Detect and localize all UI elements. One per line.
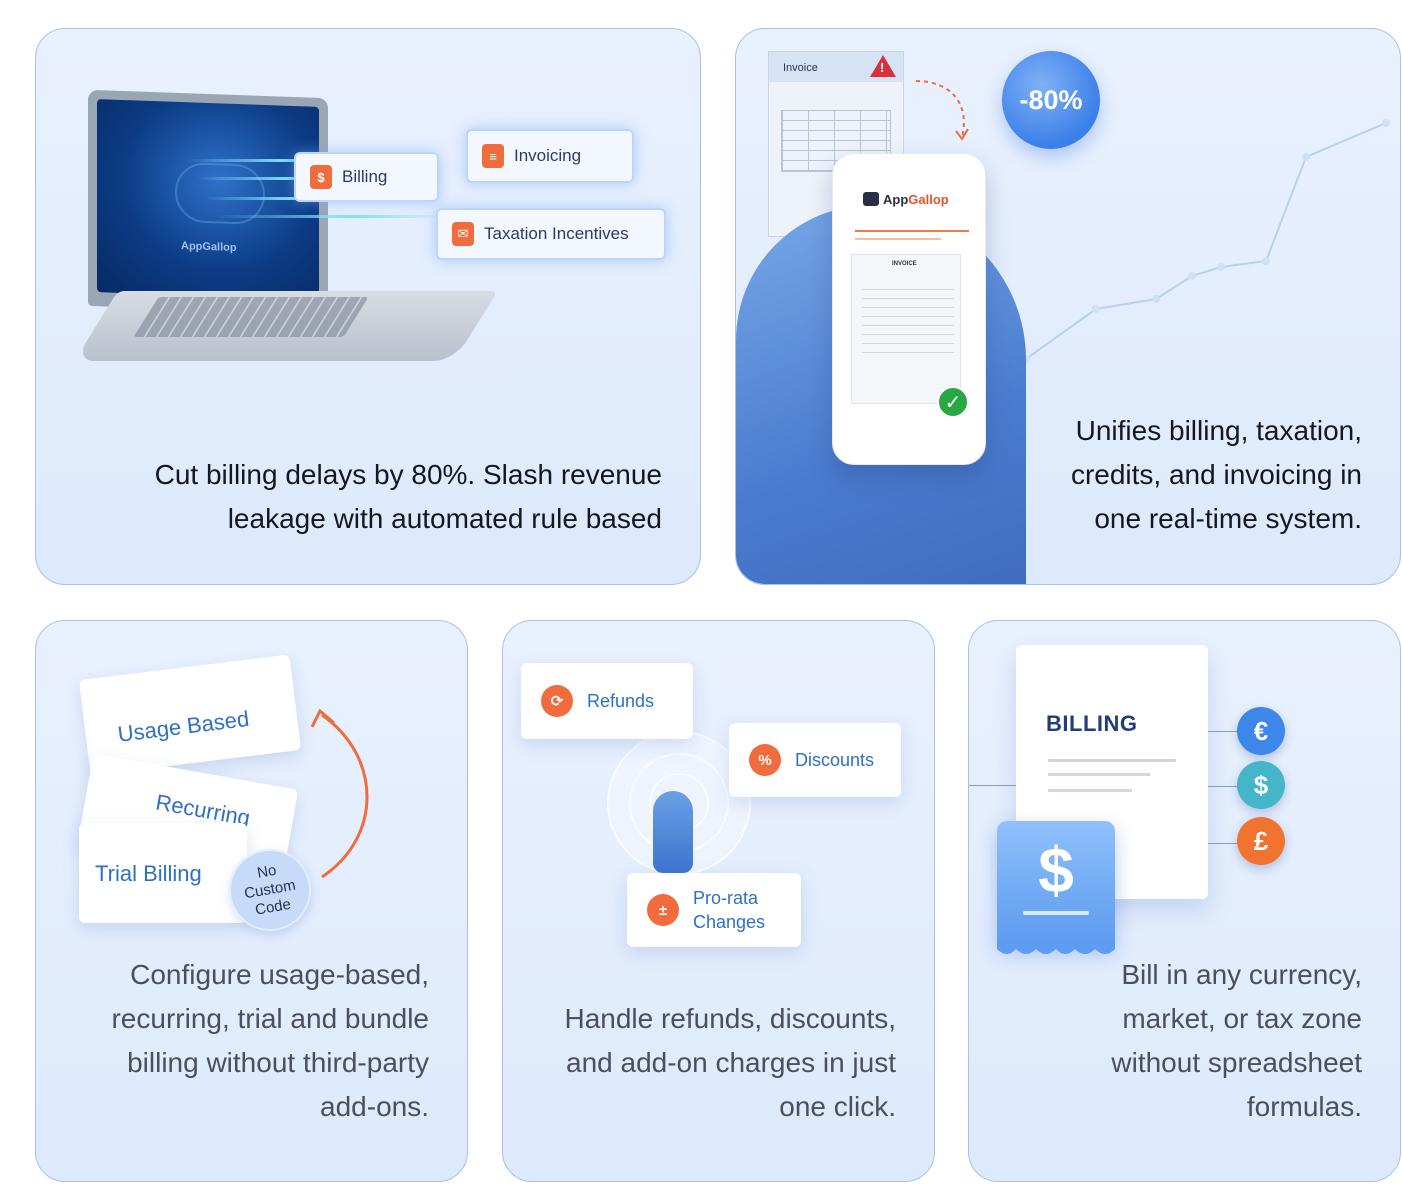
- caption-line: Cut billing delays by 80%. Slash revenue: [154, 459, 662, 490]
- refunds-pill: ⟳ Refunds: [521, 663, 693, 739]
- chart-point: [1092, 305, 1100, 313]
- refunds-label: Refunds: [587, 690, 655, 711]
- caption-line: without spreadsheet: [1111, 1047, 1362, 1078]
- multi-currency-caption: Bill in any currency, market, or tax zon…: [982, 953, 1362, 1129]
- multi-currency-card: BILLING € $ £ $ Bill in any currency, ma…: [968, 620, 1401, 1182]
- chart-point: [1262, 257, 1270, 265]
- billing-chip-label: Billing: [342, 167, 388, 186]
- pointing-finger-icon: [653, 791, 693, 873]
- unified-system-card: Invoice ! -80% AppGallop INVOICE ✓ Unifi…: [735, 28, 1401, 585]
- connector-line: [969, 785, 1029, 786]
- phone-illustration: AppGallop INVOICE ✓: [832, 153, 986, 465]
- curved-arrow-icon: [310, 708, 369, 879]
- document-icon: ≡: [482, 144, 504, 168]
- billing-models-card: Usage Based Recurring Trial Billing No C…: [35, 620, 468, 1182]
- caption-line: billing without third-party: [127, 1047, 429, 1078]
- receipt-icon: $: [310, 165, 332, 189]
- prorata-line: Changes: [693, 912, 766, 932]
- light-beam: [216, 215, 446, 218]
- caption-line: Configure usage-based,: [130, 959, 429, 990]
- chart-point: [1188, 272, 1196, 280]
- plus-minus-icon: ±: [647, 894, 679, 926]
- caption-line: Unifies billing, taxation,: [1075, 415, 1362, 446]
- receipt-symbol: $: [1038, 834, 1074, 906]
- laptop-keyboard: [133, 297, 369, 337]
- usage-based-label: Usage Based: [116, 705, 251, 747]
- caption-line: leakage with automated rule based: [227, 503, 662, 534]
- pound-coin-icon: £: [1237, 817, 1285, 865]
- logo-text-app: App: [883, 192, 909, 207]
- light-beam: [186, 159, 346, 162]
- checkmark-icon: ✓: [937, 386, 969, 418]
- caption-line: market, or tax zone: [1122, 1003, 1362, 1034]
- phone-divider: [855, 230, 969, 232]
- chart-point: [1217, 263, 1225, 271]
- dollar-coin-icon: $: [1237, 761, 1285, 809]
- taxation-chip-label: Taxation Incentives: [484, 224, 629, 243]
- dashed-arrow-icon: [915, 80, 969, 141]
- growth-line: [1025, 122, 1387, 360]
- billing-models-caption: Configure usage-based, recurring, trial …: [49, 953, 429, 1129]
- euro-coin-icon: €: [1237, 707, 1285, 755]
- growth-chart-decoration: [1022, 119, 1390, 363]
- receipt-bar: [1023, 911, 1089, 915]
- trial-billing-label: Trial Billing: [95, 861, 202, 886]
- invoicing-chip-label: Invoicing: [514, 146, 582, 165]
- text-line: [1048, 773, 1150, 776]
- caption-line: formulas.: [1246, 1091, 1362, 1122]
- caption-line: recurring, trial and bundle: [111, 1003, 429, 1034]
- percent-icon: %: [749, 744, 781, 776]
- billing-document-title: BILLING: [1046, 711, 1138, 736]
- automation-caption: Cut billing delays by 80%. Slash revenue…: [62, 453, 662, 541]
- text-line: [1048, 789, 1132, 792]
- logo-text-gallop: Gallop: [908, 192, 949, 207]
- phone-invoice-rows: [862, 283, 954, 353]
- phone-invoice-doc: INVOICE: [851, 254, 961, 404]
- chart-point: [1302, 153, 1310, 161]
- connector-line: [1208, 843, 1238, 844]
- laptop-illustration: AppGallop: [88, 89, 328, 315]
- caption-line: credits, and invoicing in: [1070, 459, 1362, 490]
- connector-line: [1208, 786, 1238, 787]
- trial-billing-tag: Trial Billing: [79, 823, 247, 923]
- adjustments-caption: Handle refunds, discounts, and add-on ch…: [516, 997, 896, 1129]
- caption-line: Handle refunds, discounts,: [564, 1003, 896, 1034]
- chart-point: [1382, 119, 1390, 127]
- caption-line: one real-time system.: [1094, 503, 1362, 534]
- taxation-chip: ✉ Taxation Incentives: [436, 208, 666, 260]
- unified-caption: Unifies billing, taxation, credits, and …: [1002, 409, 1362, 541]
- reduction-badge: -80%: [1002, 51, 1100, 149]
- dollar-receipt-icon: $: [997, 821, 1115, 945]
- billing-chip: $ Billing: [294, 152, 439, 202]
- caption-line: Bill in any currency,: [1121, 959, 1362, 990]
- connector-line: [1208, 731, 1238, 732]
- phone-logo: AppGallop: [863, 192, 949, 207]
- caption-line: add-ons.: [320, 1091, 429, 1122]
- phone-divider: [855, 238, 941, 240]
- warning-icon: !: [870, 55, 896, 77]
- appgallop-logo-icon: [863, 192, 879, 206]
- prorata-label: Pro-rata Changes: [693, 886, 765, 934]
- chart-point: [1152, 295, 1160, 303]
- adjustments-card: ⟳ Refunds % Discounts ± Pro-rata Changes…: [502, 620, 935, 1182]
- prorata-pill: ± Pro-rata Changes: [627, 873, 801, 947]
- discounts-pill: % Discounts: [729, 723, 901, 797]
- discounts-label: Discounts: [795, 749, 875, 770]
- tax-envelope-icon: ✉: [452, 222, 474, 246]
- text-line: [1048, 759, 1176, 762]
- laptop-logo: AppGallop: [181, 240, 237, 254]
- light-beam: [206, 197, 346, 200]
- prorata-line: Pro-rata: [693, 888, 759, 908]
- automation-feature-card: AppGallop $ Billing ≡ Invoicing ✉ Taxati…: [35, 28, 701, 585]
- light-beam: [196, 177, 346, 180]
- refresh-icon: ⟳: [541, 685, 573, 717]
- invoicing-chip: ≡ Invoicing: [466, 129, 634, 183]
- caption-line: one click.: [779, 1091, 896, 1122]
- receipt-torn-edge: [997, 943, 1115, 954]
- caption-line: and add-on charges in just: [566, 1047, 896, 1078]
- phone-invoice-title: INVOICE: [892, 261, 917, 267]
